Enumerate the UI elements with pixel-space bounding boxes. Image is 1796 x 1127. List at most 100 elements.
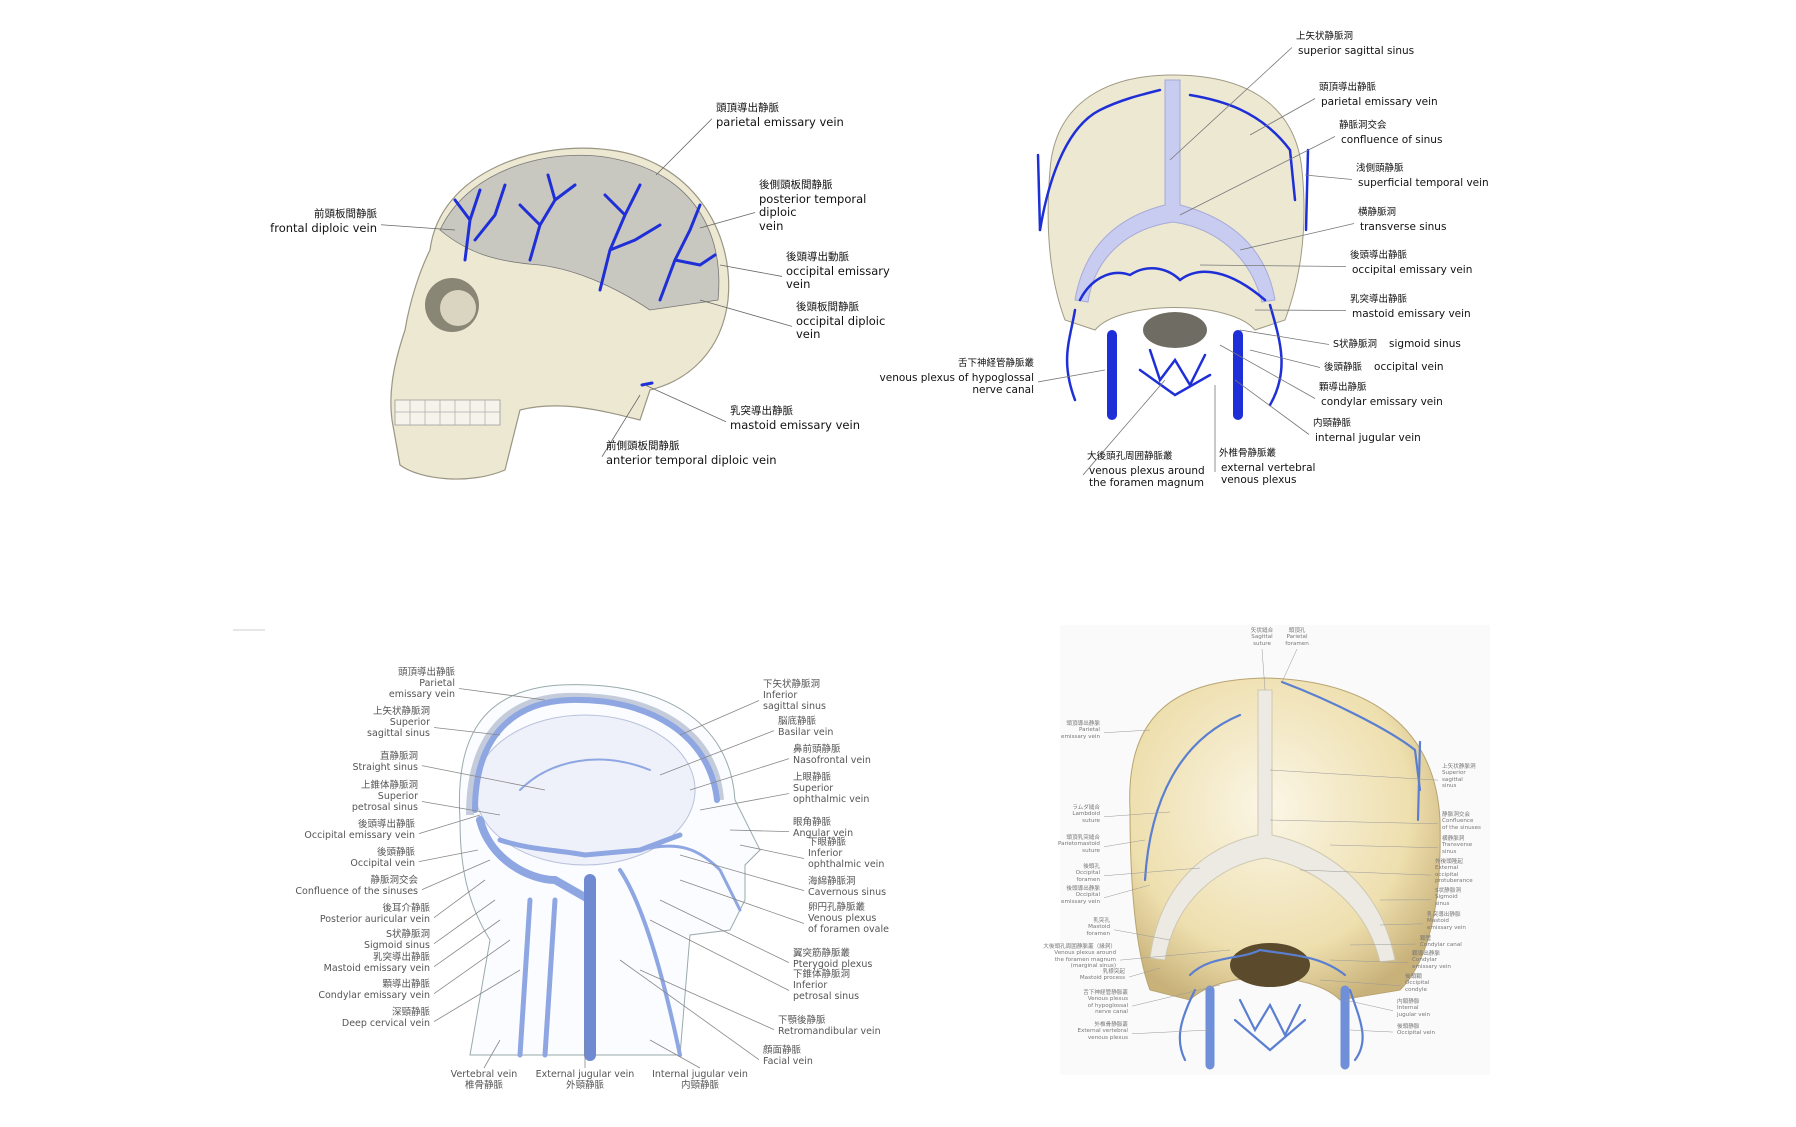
- leader-line: [1261, 648, 1266, 691]
- leader-line: [1103, 811, 1171, 818]
- label-japanese: 下顎後静脈: [778, 1015, 826, 1026]
- label-english: Internal jugular vein: [1397, 1005, 1431, 1018]
- leader-line: [1269, 819, 1439, 825]
- label-english: Transverse sinus: [1442, 842, 1473, 855]
- label-japanese: 下眼静脈: [808, 837, 847, 848]
- label-japanese: 横静脈洞: [1442, 836, 1465, 842]
- label-english: venous plexus of hypoglossal nerve canal: [879, 371, 1034, 396]
- label-english: transverse sinus: [1360, 220, 1447, 233]
- label-english: mastoid emissary vein: [1352, 307, 1471, 320]
- label-english: mastoid emissary vein: [730, 418, 860, 433]
- leader-line: [619, 959, 760, 1060]
- internal-jugular-veins: [1205, 985, 1350, 1070]
- label-japanese: 乳様突起: [1102, 969, 1125, 975]
- label-english: condylar emissary vein: [1321, 395, 1443, 408]
- leader-line: [1329, 844, 1439, 849]
- label-english: occipital emissary vein: [786, 264, 890, 292]
- label-english: Confluence of the sinuses: [1442, 818, 1481, 831]
- leader-line: [679, 700, 760, 736]
- leader-line: [433, 919, 501, 967]
- label-english: occipital diploic vein: [796, 314, 886, 342]
- label-japanese: 外後頭隆起: [1435, 859, 1463, 865]
- label-english: Occipital emissary vein: [1061, 892, 1100, 905]
- label-japanese: 頭頂孔: [1288, 628, 1306, 634]
- label-english: External occipital protuberance: [1435, 865, 1473, 885]
- label-japanese: 静脈洞交会: [1339, 120, 1387, 131]
- leader-line: [1234, 379, 1310, 435]
- label-english: Mastoid foramen: [1086, 924, 1110, 937]
- leader-line: [649, 1039, 701, 1069]
- leader-line: [699, 299, 793, 327]
- leader-line: [659, 730, 775, 776]
- label-english: posterior temporal diploic vein: [759, 192, 867, 233]
- leader-line: [1128, 967, 1161, 978]
- label-japanese: 静脈洞交会: [370, 875, 418, 886]
- leader-line: [1103, 729, 1151, 734]
- label-english: Occipital vein: [1397, 1030, 1436, 1037]
- leader-line: [458, 688, 546, 701]
- leader-line: [1219, 344, 1316, 399]
- label-japanese: 内頸静脈: [680, 1079, 720, 1091]
- posterior-skull-color-illustration: [1103, 648, 1441, 1070]
- label-english: Parietal emissary vein: [388, 677, 455, 700]
- leader-line: [644, 384, 727, 423]
- label-japanese: 上矢状静脈洞: [372, 706, 430, 717]
- leader-line: [421, 859, 491, 891]
- label-english: Sagittal suture: [1251, 634, 1273, 647]
- veins: [472, 696, 742, 1061]
- label-japanese: ラムダ縫合: [1072, 805, 1100, 811]
- label-english: Facial vein: [763, 1055, 813, 1067]
- label-japanese: 浅側頭静脈: [1356, 163, 1404, 174]
- label-japanese: 頭頂導出静脈: [397, 667, 455, 678]
- leader-line: [1349, 1029, 1394, 1033]
- label-japanese: 前側頭板間静脈: [606, 440, 680, 452]
- leader-line: [1037, 369, 1106, 383]
- leader-line: [421, 765, 546, 791]
- label-english: Venous plexus of hypoglossal nerve canal: [1087, 996, 1128, 1016]
- label-english: occipital vein: [1374, 361, 1444, 373]
- label-english: Parietal emissary vein: [1061, 727, 1100, 740]
- label-japanese: 乳突導出静脈: [1350, 294, 1408, 305]
- leader-line: [1082, 379, 1166, 476]
- orbit-inner: [440, 290, 476, 326]
- label-english: Mastoid emissary vein: [1427, 918, 1466, 931]
- label-japanese: 後頭板間静脈: [796, 301, 859, 313]
- label-english: Angular vein: [793, 827, 854, 839]
- leader-line: [1169, 47, 1293, 161]
- head-venous-illustration: [233, 629, 805, 1069]
- leader-line: [649, 919, 790, 991]
- leader-line: [689, 758, 790, 791]
- label-japanese: 後頭静脈: [1397, 1024, 1420, 1030]
- label-english: Condylar canal: [1420, 942, 1462, 949]
- label-english: superior sagittal sinus: [1298, 44, 1415, 57]
- leader-line: [655, 118, 713, 176]
- leader-line: [1239, 329, 1330, 345]
- leader-line: [1103, 884, 1151, 899]
- label-japanese: 頭頂乳突縫合: [1066, 835, 1100, 841]
